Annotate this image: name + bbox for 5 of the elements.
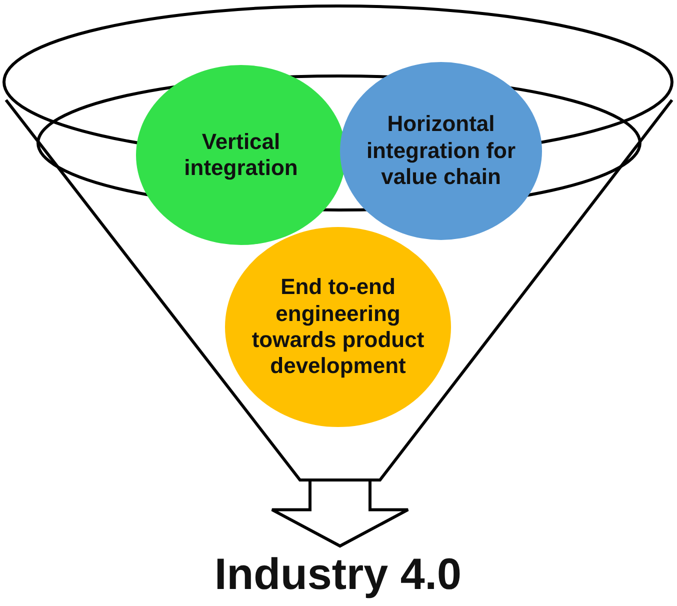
circle: Vertical integration — [136, 65, 346, 245]
block-arrow — [270, 478, 410, 548]
circle: Horizontal integration for value chain — [340, 62, 542, 240]
circle: End to-end engineering towards product development — [225, 227, 451, 427]
result-title: Industry 4.0 — [138, 548, 538, 602]
